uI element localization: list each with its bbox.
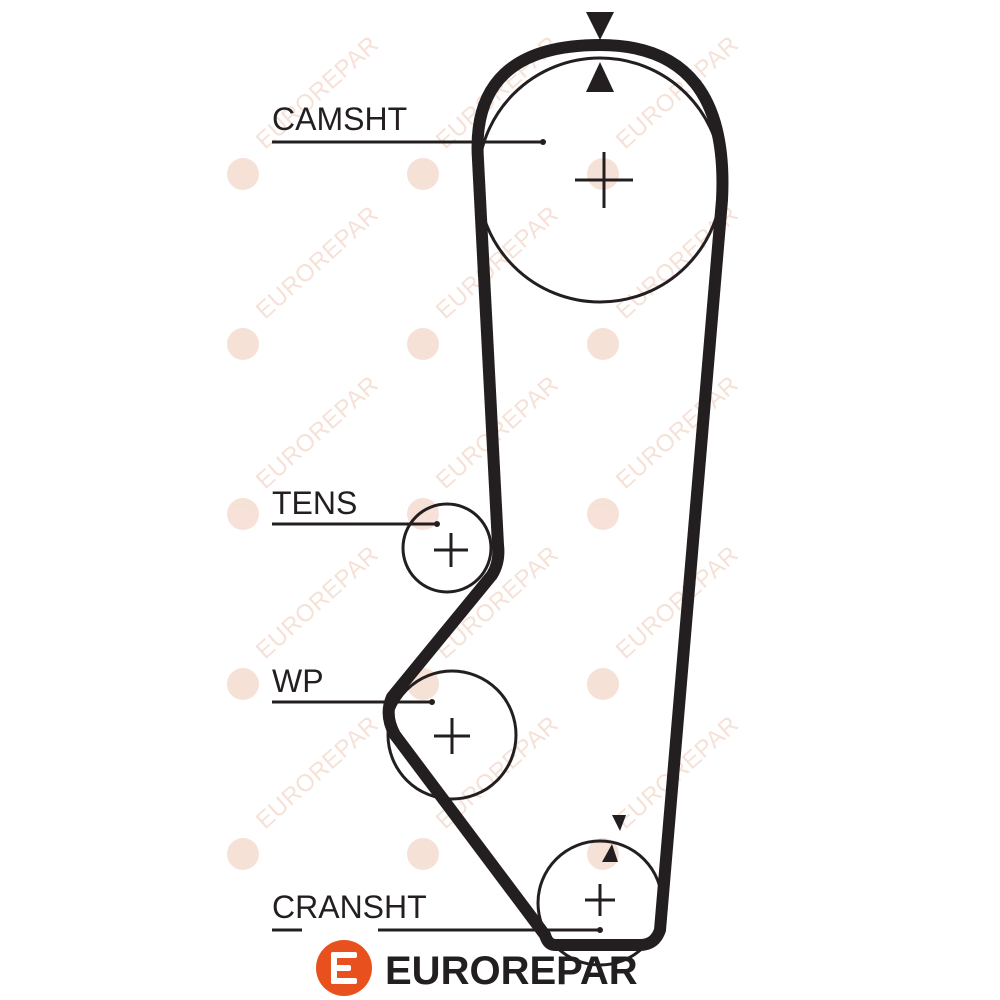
- watermark-logo-icon: [227, 668, 259, 700]
- watermark-logo-icon: [407, 838, 439, 870]
- brand-logo: EUROREPAR: [316, 940, 638, 996]
- watermark-logo-wordmark: EUROREPAR: [251, 371, 384, 495]
- camshaft-center-mark: [575, 152, 633, 208]
- watermark-logo-icon: [227, 838, 259, 870]
- crankshaft-center-mark: [585, 884, 615, 916]
- brand-name: EUROREPAR: [385, 949, 638, 993]
- watermark-logo-wordmark: EUROREPAR: [251, 201, 384, 325]
- crankshaft-timing-arrow-down-icon: [612, 815, 626, 831]
- crankshaft-timing-arrow-up-icon: [602, 844, 618, 862]
- timing-belt: [382, 39, 729, 951]
- watermark-logo-wordmark: EUROREPAR: [251, 711, 384, 835]
- watermark-logo-icon: [407, 328, 439, 360]
- camshaft-label: CAMSHT: [272, 101, 407, 137]
- tensioner-label: TENS: [272, 485, 357, 521]
- logo-e-mark: [331, 952, 357, 984]
- watermark-logo: EUROREPAR: [227, 711, 384, 870]
- watermark-logo: EUROREPAR: [587, 541, 744, 700]
- crankshaft-label: CRANSHT: [272, 889, 427, 925]
- watermark-logo-wordmark: EUROREPAR: [251, 541, 384, 665]
- watermark-logo-wordmark: EUROREPAR: [431, 201, 564, 325]
- center-marks: [434, 152, 633, 916]
- watermark-logo-wordmark: EUROREPAR: [611, 541, 744, 665]
- camshaft-timing-arrow-down-icon: [586, 12, 614, 40]
- watermark-logo-icon: [227, 498, 259, 530]
- water-pump-label: WP: [272, 663, 324, 699]
- leader-dots: [429, 139, 603, 933]
- watermark-layer: EUROREPAR EUROREPAR EUROREPAR EUROREPAR EURO…: [227, 31, 744, 870]
- watermark-logo-icon: [227, 158, 259, 190]
- water-pump-center-mark: [434, 718, 470, 754]
- timing-marks: [586, 12, 626, 862]
- camshaft-timing-arrow-up-icon: [586, 62, 614, 92]
- leader-lines: [272, 140, 600, 932]
- watermark-logo-icon: [587, 328, 619, 360]
- watermark-logo-icon: [587, 498, 619, 530]
- tensioner-pulley: [401, 502, 493, 594]
- watermark-logo-wordmark: EUROREPAR: [611, 371, 744, 495]
- watermark-logo-icon: [227, 328, 259, 360]
- water-pump-pulley: [386, 669, 518, 801]
- watermark-logo: EUROREPAR: [227, 201, 384, 360]
- watermark-logo-icon: [587, 668, 619, 700]
- watermark-logo: EUROREPAR: [587, 371, 744, 530]
- watermark-logo-icon: [407, 158, 439, 190]
- tensioner-center-mark: [434, 533, 468, 567]
